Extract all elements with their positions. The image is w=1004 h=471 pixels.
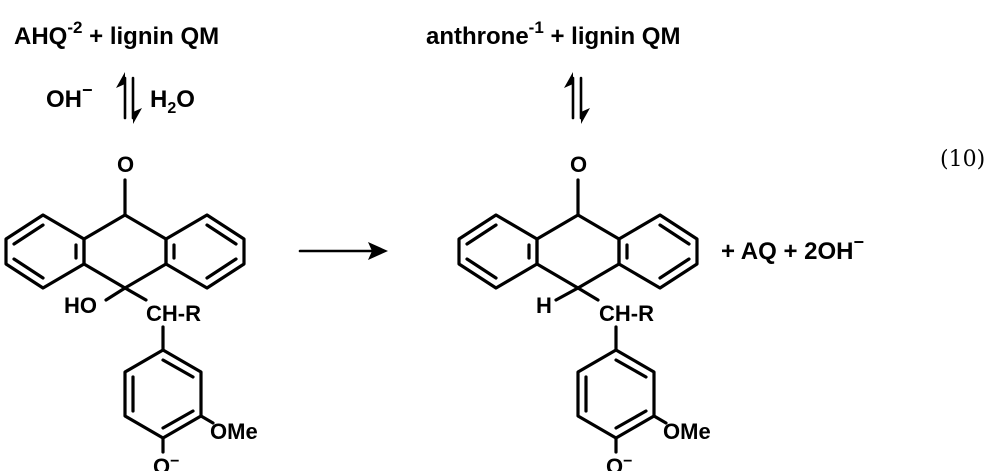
product-structure: O H CH-R OMe O−	[457, 152, 711, 471]
ahq-text: AHQ	[14, 23, 67, 50]
ahq-charge: -2	[67, 18, 82, 37]
product-side-chain: CH-R	[599, 301, 654, 326]
anthrone-charge: -1	[529, 18, 544, 37]
right-reactants-rest: + lignin QM	[544, 23, 681, 50]
equilibrium-arrow-left	[116, 72, 142, 124]
product-carbonyl-o: O	[570, 152, 587, 177]
equation-number: (10)	[940, 147, 985, 172]
anthrone-text: anthrone	[426, 23, 529, 50]
product-methoxy: OMe	[663, 419, 711, 444]
adduct-structure: O HO CH-R OMe O−	[4, 152, 258, 471]
product-phenolate: O−	[606, 453, 632, 471]
product-hydrogen: H	[536, 293, 552, 318]
products-extra-label: + AQ + 2OH−	[721, 232, 864, 265]
adduct-hydroxyl: HO	[64, 293, 97, 318]
equilibrium-arrow-right	[564, 72, 590, 124]
right-reactants-label: anthrone-1 + lignin QM	[426, 18, 680, 50]
left-reactants-label: AHQ-2 + lignin QM	[14, 18, 219, 50]
reaction-arrow	[298, 242, 388, 260]
left-reactants-rest: + lignin QM	[82, 23, 219, 50]
adduct-methoxy: OMe	[210, 419, 258, 444]
adduct-phenolate: O−	[153, 453, 179, 471]
adduct-side-chain: CH-R	[146, 301, 201, 326]
adduct-carbonyl-o: O	[117, 152, 134, 177]
reagent-oh-label: OH−	[46, 80, 93, 113]
reagent-h2o-label: H2O	[150, 86, 195, 117]
